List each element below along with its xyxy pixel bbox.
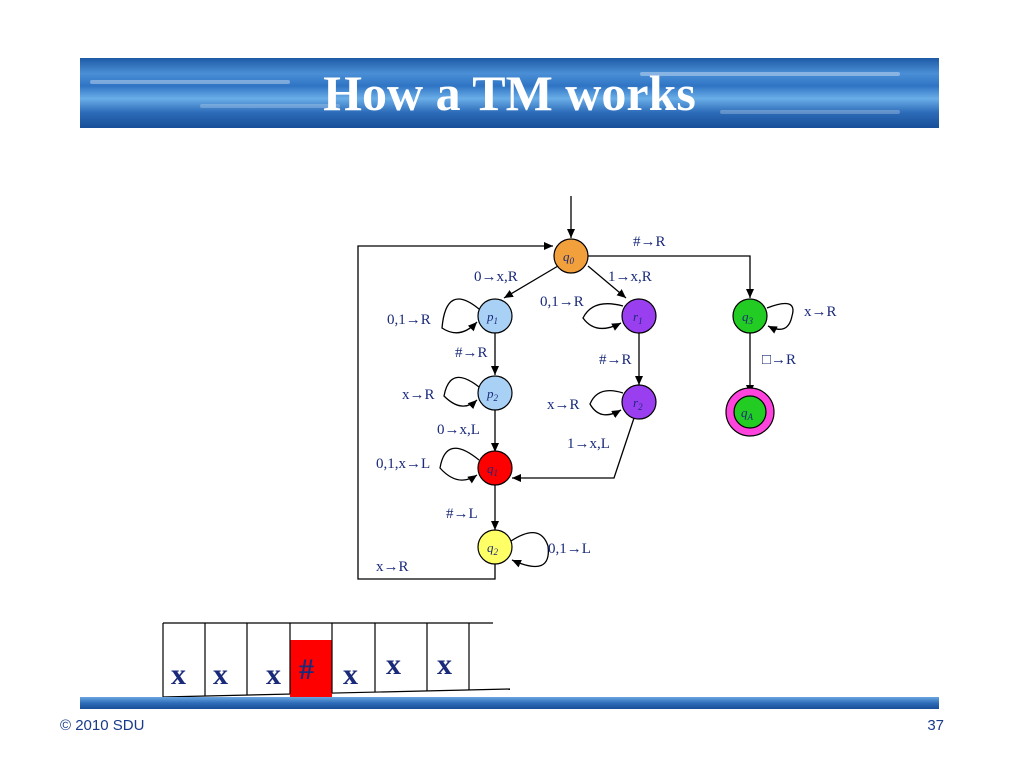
footer-bar (80, 697, 939, 709)
label-q3-qA: □→R (762, 352, 796, 368)
tape-cell: # (299, 653, 314, 686)
label-q3-loop: x→R (804, 304, 837, 320)
state-qA-label: qA (741, 405, 754, 422)
state-q0 (553, 238, 589, 274)
state-q1-label: q1 (487, 461, 498, 478)
state-r1 (621, 298, 657, 334)
label-q0-p1: 0→x,R (474, 269, 518, 285)
edge-r2-q1 (512, 417, 635, 482)
label-r1-loop: 0,1→R (540, 294, 584, 310)
label-q2-loop: 0,1→L (548, 541, 591, 557)
title-banner: How a TM works (80, 58, 939, 128)
label-p2-q1: 0→x,L (437, 422, 480, 438)
slide-title: How a TM works (323, 65, 696, 121)
tape-cell: x (437, 648, 452, 681)
label-q1-loop: 0,1,x→L (376, 456, 430, 472)
loop-p1 (441, 298, 480, 334)
tape: x x x # x x x (162, 622, 511, 698)
state-q2-label: q2 (487, 540, 499, 557)
label-r2-loop: x→R (547, 397, 580, 413)
page-number: 37 (927, 717, 944, 734)
tape-cell: x (171, 658, 186, 691)
label-q1-q2: #→L (446, 506, 478, 522)
label-r2-q1: 1→x,L (567, 436, 610, 452)
label-p1-loop: 0,1→R (387, 312, 431, 328)
state-p2 (477, 375, 513, 411)
label-q0-q3: #→R (633, 234, 666, 250)
tape-head-cell (290, 640, 332, 698)
state-q0-label: q0 (563, 249, 575, 266)
tape-cell: x (386, 648, 401, 681)
loop-p2 (443, 376, 480, 410)
loop-q3 (766, 302, 794, 334)
loop-q2 (510, 532, 549, 568)
loop-r2 (589, 390, 624, 418)
loop-q1 (439, 447, 480, 484)
label-q2-q0: x→R (376, 559, 409, 575)
edge-q0-r1 (587, 265, 627, 299)
state-q3-label: q3 (742, 309, 754, 326)
state-r1-label: r1 (633, 309, 643, 326)
edge-q0-q3 (588, 255, 754, 298)
loop-r1 (582, 303, 624, 331)
label-r1-r2: #→R (599, 352, 632, 368)
state-q1 (477, 450, 513, 486)
tape-cell: x (343, 658, 358, 691)
state-q3 (732, 298, 768, 334)
label-p2-loop: x→R (402, 387, 435, 403)
state-r2-label: r2 (633, 395, 643, 412)
tape-cell: x (213, 658, 228, 691)
edge-q0-p1 (503, 265, 559, 299)
state-p2-label: p2 (486, 386, 499, 403)
tape-cell: x (266, 658, 281, 691)
label-q0-r1: 1→x,R (608, 269, 652, 285)
tape-bottom-edge (162, 688, 511, 698)
state-qA (733, 395, 767, 429)
edge-q2-q0 (357, 242, 553, 580)
state-p1-label: p1 (486, 309, 498, 326)
state-p1 (477, 298, 513, 334)
state-q2 (477, 529, 513, 565)
label-p1-p2: #→R (455, 345, 488, 361)
state-r2 (621, 384, 657, 420)
footer-copyright: © 2010 SDU (60, 717, 145, 734)
